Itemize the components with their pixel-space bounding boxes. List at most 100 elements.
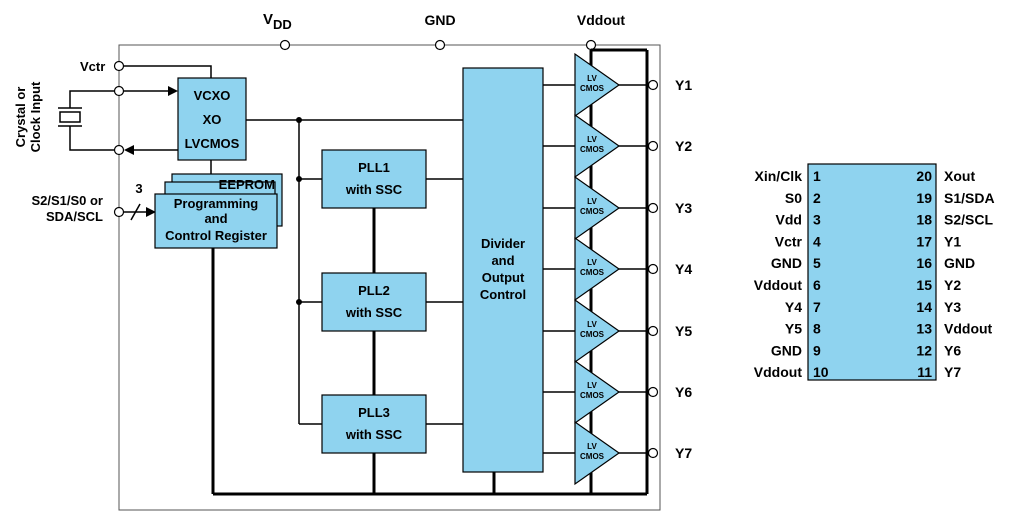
pin-number-right: 18 [916, 212, 932, 228]
vdd-pin [279, 39, 291, 51]
lvcmos-buffer [574, 236, 621, 302]
lvcmos-buffer [574, 113, 621, 179]
lvcmos-buffer [574, 359, 621, 425]
vddout-pin [585, 39, 597, 51]
xin-arrow [168, 86, 178, 96]
output-channel: LVCMOS Y6 [543, 359, 692, 425]
bus-slash [130, 203, 141, 221]
pin-name-left: Vddout [754, 364, 803, 380]
buffer-lv-label: LV [587, 258, 597, 267]
pin-name-right: Y7 [944, 364, 961, 380]
xout-arrow [124, 145, 134, 155]
output-label: Y5 [675, 323, 692, 339]
pin-name-left: Y4 [785, 299, 802, 315]
output-label: Y1 [675, 77, 692, 93]
programming-block [154, 193, 278, 249]
pin-number-right: 16 [916, 255, 932, 271]
buffer-lv-label: LV [587, 320, 597, 329]
output-pin [647, 79, 659, 91]
pin-number-left: 9 [813, 342, 821, 358]
output-channel: LVCMOS Y1 [543, 52, 692, 118]
serial-pin [113, 206, 125, 218]
pin-name-right: Vddout [944, 321, 993, 337]
pin-number-left: 1 [813, 168, 821, 184]
svg-text:Crystal or: Crystal or [13, 87, 28, 148]
crystal-label: Crystal or Clock Input [13, 81, 43, 152]
buffer-cmos-label: CMOS [580, 391, 605, 400]
pin-number-right: 15 [916, 277, 932, 293]
pll2-label: PLL2 [358, 283, 390, 298]
output-pin [647, 202, 659, 214]
lvcmos-label: LVCMOS [185, 136, 240, 151]
pin-name-right: S2/SCL [944, 212, 993, 228]
pin-number-right: 14 [916, 299, 932, 315]
pin-number-left: 8 [813, 321, 821, 337]
buffer-cmos-label: CMOS [580, 268, 605, 277]
pin-name-left: Vctr [775, 233, 803, 249]
svg-text:Clock Input: Clock Input [28, 81, 43, 152]
xo-label: XO [203, 112, 222, 127]
junction-dot [296, 117, 302, 123]
pin-number-left: 5 [813, 255, 821, 271]
vdd-label: VDD [263, 11, 292, 32]
buffer-cmos-label: CMOS [580, 330, 605, 339]
pin-name-left: GND [771, 342, 802, 358]
output-label: Y4 [675, 261, 692, 277]
pin-number-left: 6 [813, 277, 821, 293]
buffer-lv-label: LV [587, 74, 597, 83]
pin-number-left: 3 [813, 212, 821, 228]
pin-name-right: Xout [944, 168, 975, 184]
buffer-lv-label: LV [587, 135, 597, 144]
divider-label: Divider [481, 236, 525, 251]
divider-control-label: Control [480, 287, 526, 302]
xout-pin [113, 144, 125, 156]
package-body [807, 163, 937, 381]
output-pin [647, 263, 659, 275]
buffer-lv-label: LV [587, 197, 597, 206]
pll3-ssc-label: with SSC [345, 427, 403, 442]
vddout-supply-label: Vddout [577, 12, 626, 28]
pll3-label: PLL3 [358, 405, 390, 420]
output-label: Y2 [675, 138, 692, 154]
pin-name-right: Y1 [944, 233, 961, 249]
pin-name-left: GND [771, 255, 802, 271]
pll1-label: PLL1 [358, 160, 390, 175]
output-label: Y3 [675, 200, 692, 216]
crystal-icon [58, 90, 114, 151]
pin-name-right: S1/SDA [944, 190, 995, 206]
vctr-label: Vctr [80, 59, 105, 74]
divider-block [462, 67, 544, 473]
pin-number-right: 12 [916, 342, 932, 358]
buffer-cmos-label: CMOS [580, 84, 605, 93]
output-label: Y6 [675, 384, 692, 400]
output-channel: LVCMOS Y3 [543, 175, 692, 241]
buffer-cmos-label: CMOS [580, 452, 605, 461]
pin-name-left: Vddout [754, 277, 803, 293]
output-pin [647, 386, 659, 398]
vcxo-block [177, 77, 247, 161]
pin-name-left: S0 [785, 190, 802, 206]
buffer-cmos-label: CMOS [580, 207, 605, 216]
lvcmos-buffer [574, 420, 621, 486]
buffer-lv-label: LV [587, 381, 597, 390]
output-pin [647, 325, 659, 337]
pll3-block [321, 394, 427, 454]
serial-label-line1: S2/S1/S0 or [31, 193, 103, 208]
pin-number-right: 13 [916, 321, 932, 337]
control-register-label: Control Register [165, 228, 267, 243]
vcxo-label: VCXO [194, 88, 231, 103]
pin-number-right: 20 [916, 168, 932, 184]
divider-output-label: Output [482, 270, 525, 285]
pll2-block [321, 272, 427, 332]
pin-number-left: 4 [813, 233, 821, 249]
pin-number-left: 2 [813, 190, 821, 206]
buffer-cmos-label: CMOS [580, 145, 605, 154]
vctr-wire [124, 65, 212, 78]
output-channel: LVCMOS Y4 [543, 236, 692, 302]
pin-number-right: 17 [916, 233, 932, 249]
output-pin [647, 447, 659, 459]
